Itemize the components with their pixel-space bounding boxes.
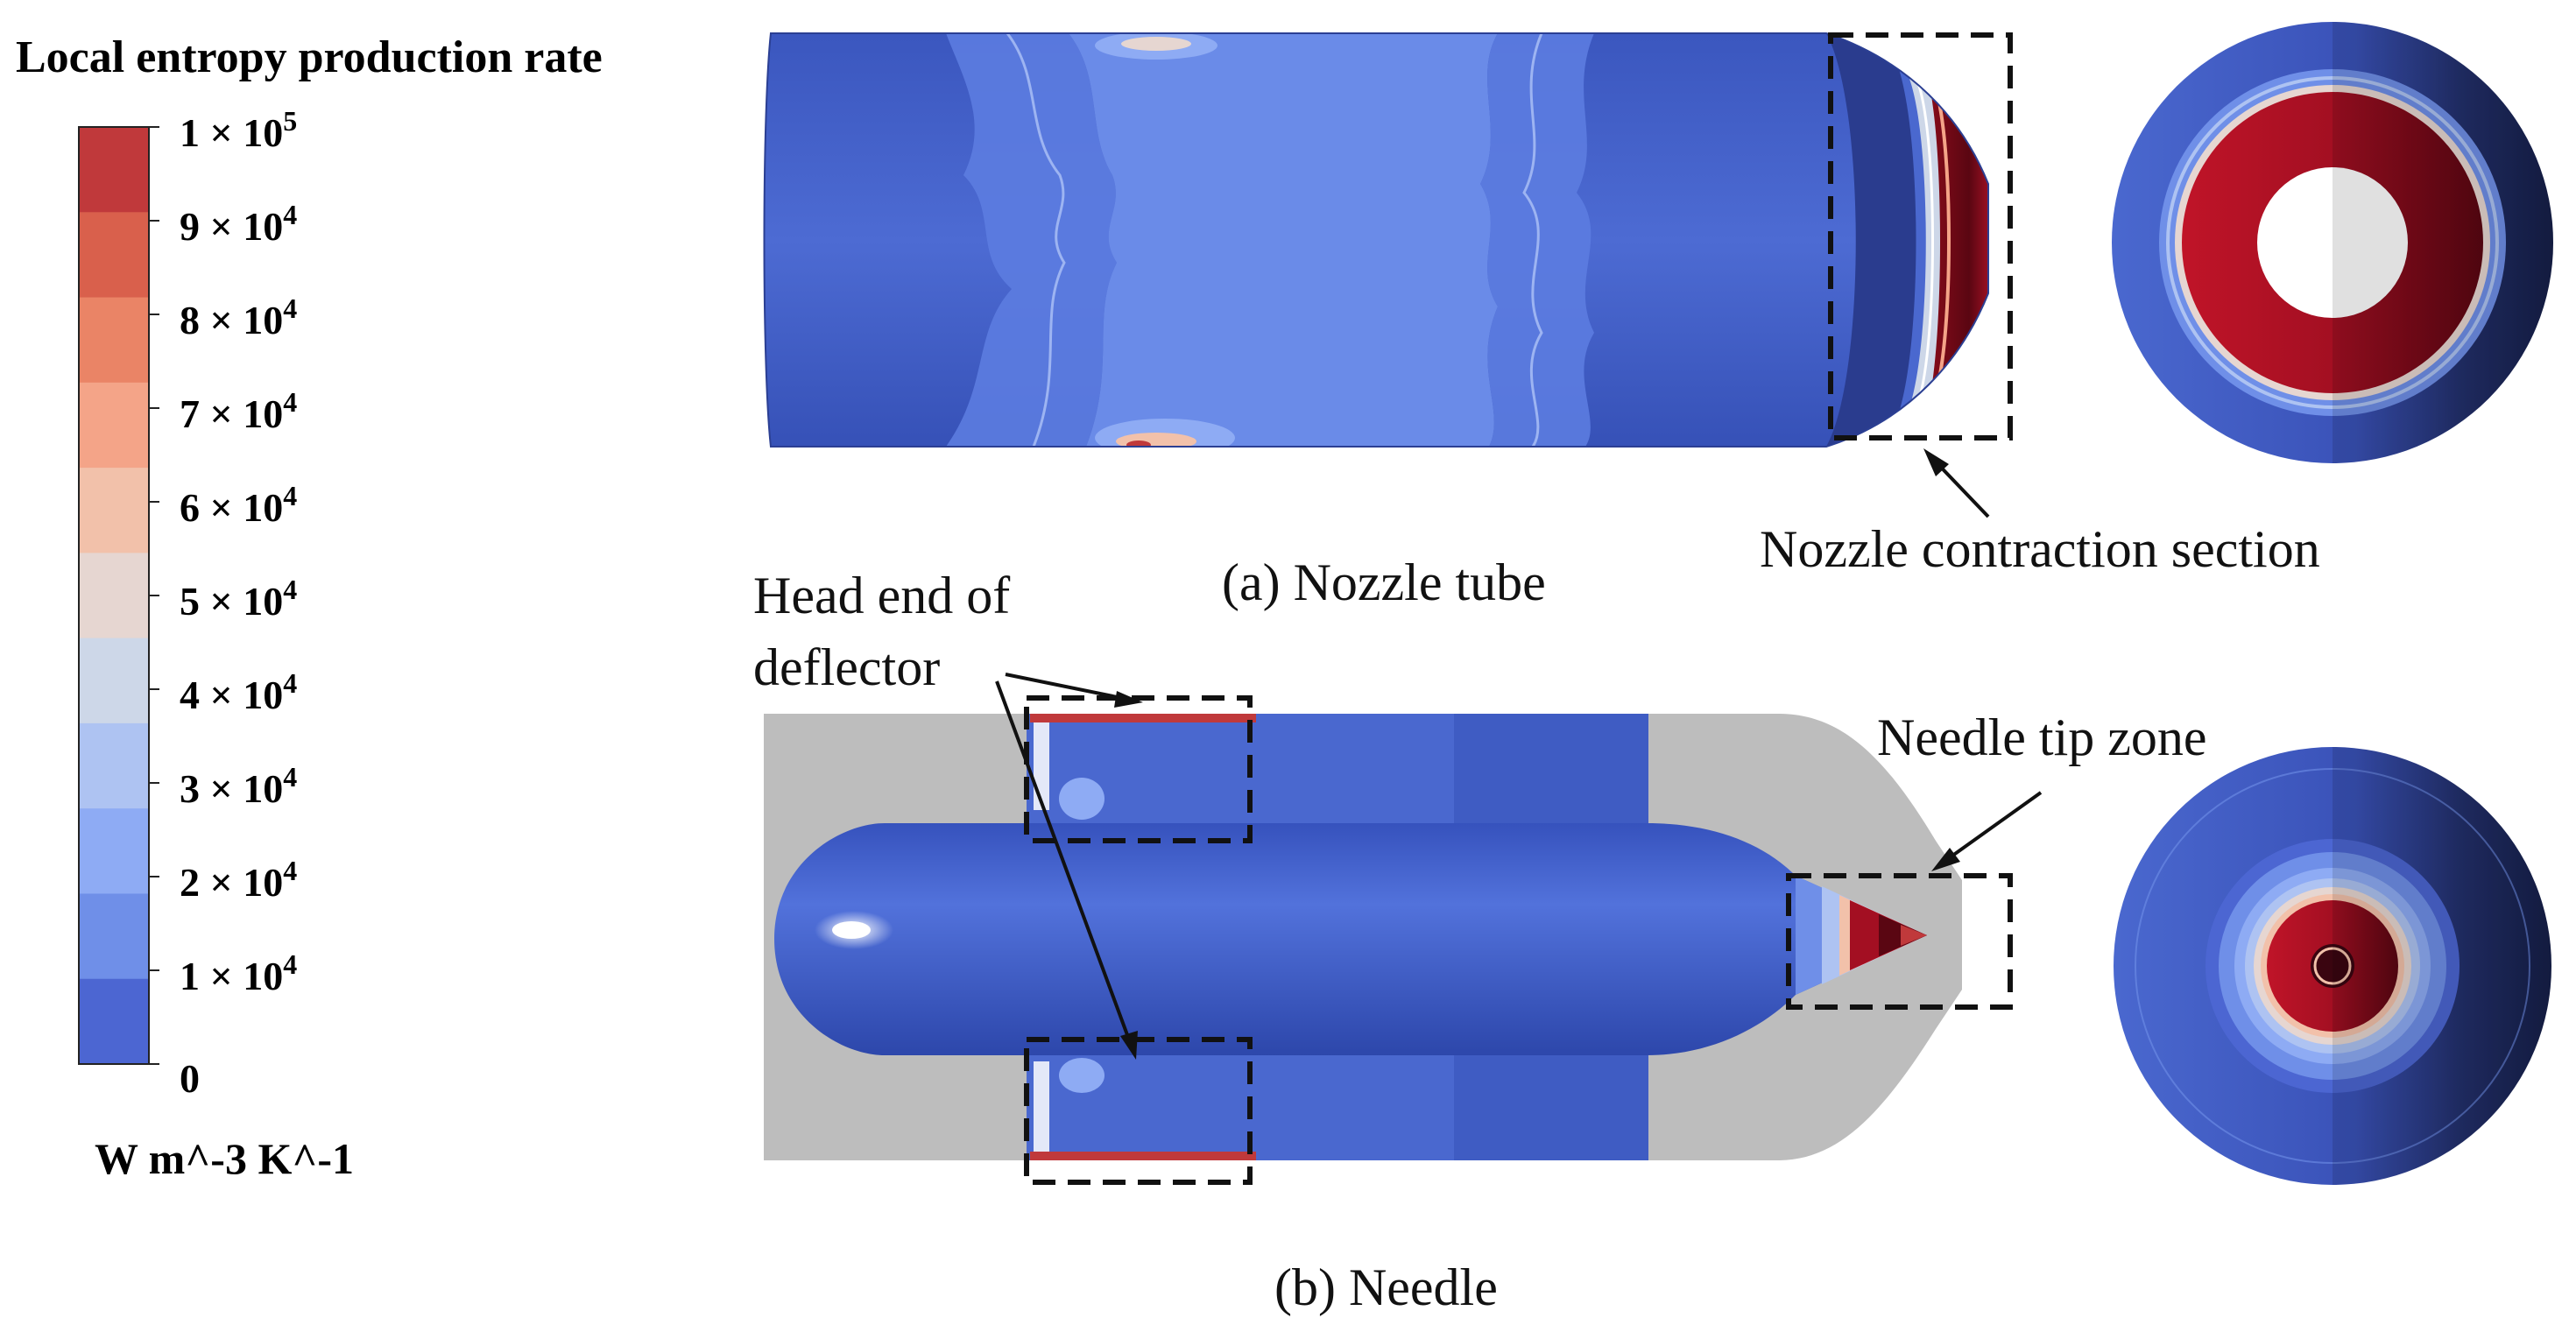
colorbar-title: Local entropy production rate [16, 32, 603, 82]
colorbar-swatch [79, 808, 149, 894]
colorbar-swatch [79, 722, 149, 809]
panel-b-needle: Head end of deflector Needle tip zone (b… [753, 567, 2551, 1316]
deflector-arrow-bottom [995, 680, 1134, 1050]
panel-a-caption: (a) Nozzle tube [1222, 553, 1546, 611]
colorbar-ticks: 1 × 105 9 × 104 8 × 104 7 × 104 6 × 104 5 × 1… [149, 105, 297, 1101]
colorbar-tick-label: 5 × 104 [180, 574, 297, 624]
colorbar-tick-label: 7 × 104 [180, 386, 297, 436]
needle-tip-dashed-box [1786, 873, 2013, 1010]
nozzle-tube-body [764, 33, 1988, 447]
colorbar-tick-label: 8 × 104 [180, 292, 297, 342]
colorbar-swatch [79, 978, 149, 1065]
colorbar-tick-label: 6 × 104 [180, 480, 297, 530]
colorbar-tick-label: 1 × 104 [180, 948, 297, 998]
colorbar-tick-label: 4 × 104 [180, 667, 297, 717]
colorbar-tick-label: 3 × 104 [180, 761, 297, 811]
panel-b-caption: (b) Needle [1274, 1258, 1498, 1316]
deflector-callout-line1: Head end of [753, 567, 1010, 624]
deflector-arrow-top [1005, 673, 1135, 702]
colorbar-unit: W m^-3 K^-1 [95, 1134, 354, 1183]
nozzle-end-view [2112, 22, 2553, 463]
deflector-bottom-dashed-box [1024, 1037, 1253, 1185]
panel-a-nozzle-tube: Nozzle contraction section (a) Nozzle tu… [763, 22, 2553, 611]
deflector-bottom [1027, 1051, 1648, 1160]
colorbar-tick-label: 2 × 104 [180, 855, 297, 905]
needle-tip-arrow [1941, 791, 2043, 864]
colorbar-swatch [79, 297, 149, 384]
colorbar: Local entropy production rate 1 × 105 9 ×… [16, 32, 603, 1183]
colorbar-swatch [79, 127, 149, 213]
needle-tip-callout-label: Needle tip zone [1877, 708, 2207, 766]
colorbar-tick-label: 1 × 105 [180, 105, 297, 155]
deflector-top-dashed-box [1024, 695, 1253, 843]
needle-body [774, 823, 1927, 1055]
deflector-callout-line2: deflector [753, 638, 940, 696]
needle-end-view [2114, 747, 2551, 1185]
contraction-callout-label: Nozzle contraction section [1760, 520, 2320, 578]
contraction-dashed-box [1828, 32, 2013, 440]
colorbar-swatch [79, 468, 149, 553]
colorbar-swatch [79, 893, 149, 980]
deflector-top [1027, 714, 1648, 823]
colorbar-swatches [78, 126, 150, 1065]
colorbar-swatch [79, 382, 149, 469]
colorbar-swatch [79, 553, 149, 639]
colorbar-tick-label: 0 [180, 1056, 200, 1101]
colorbar-swatch [79, 638, 149, 724]
colorbar-swatch [79, 212, 149, 299]
colorbar-tick-label: 9 × 104 [180, 199, 297, 249]
